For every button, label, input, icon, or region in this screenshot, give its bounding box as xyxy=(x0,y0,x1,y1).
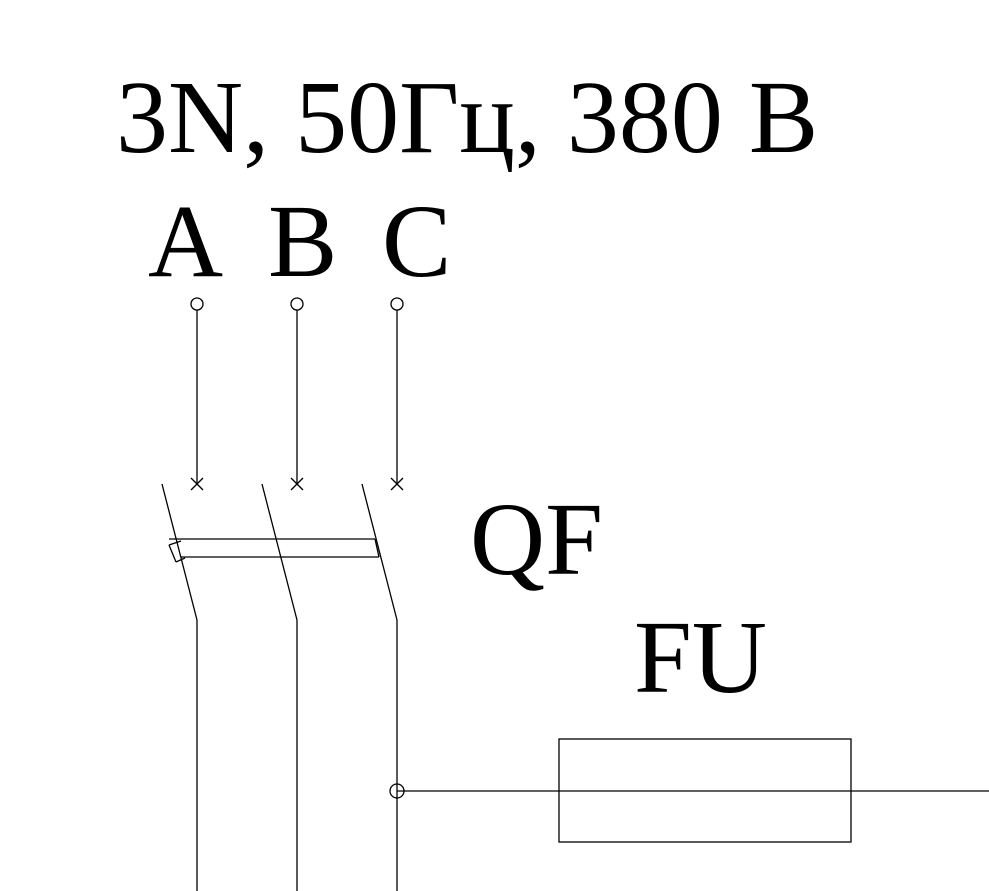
breaker-label: QF xyxy=(470,482,603,597)
fuse-label: FU xyxy=(634,600,767,715)
breaker-linkage xyxy=(168,538,380,563)
phase-label-a: A xyxy=(148,184,223,299)
terminal-c xyxy=(390,297,404,311)
breaker-contact-a xyxy=(190,477,204,491)
supply-title: 3N, 50Гц, 380 В xyxy=(116,60,818,175)
breaker-contact-b xyxy=(290,477,304,491)
fuse-body xyxy=(558,738,852,843)
terminal-a xyxy=(190,297,204,311)
terminal-b xyxy=(290,297,304,311)
phase-label-b: B xyxy=(268,184,337,299)
phase-label-c: C xyxy=(382,184,451,299)
breaker-contact-c xyxy=(390,477,404,491)
breaker-blade-a xyxy=(161,483,198,621)
breaker-blade-b xyxy=(261,483,298,621)
breaker-blade-c xyxy=(361,483,398,621)
